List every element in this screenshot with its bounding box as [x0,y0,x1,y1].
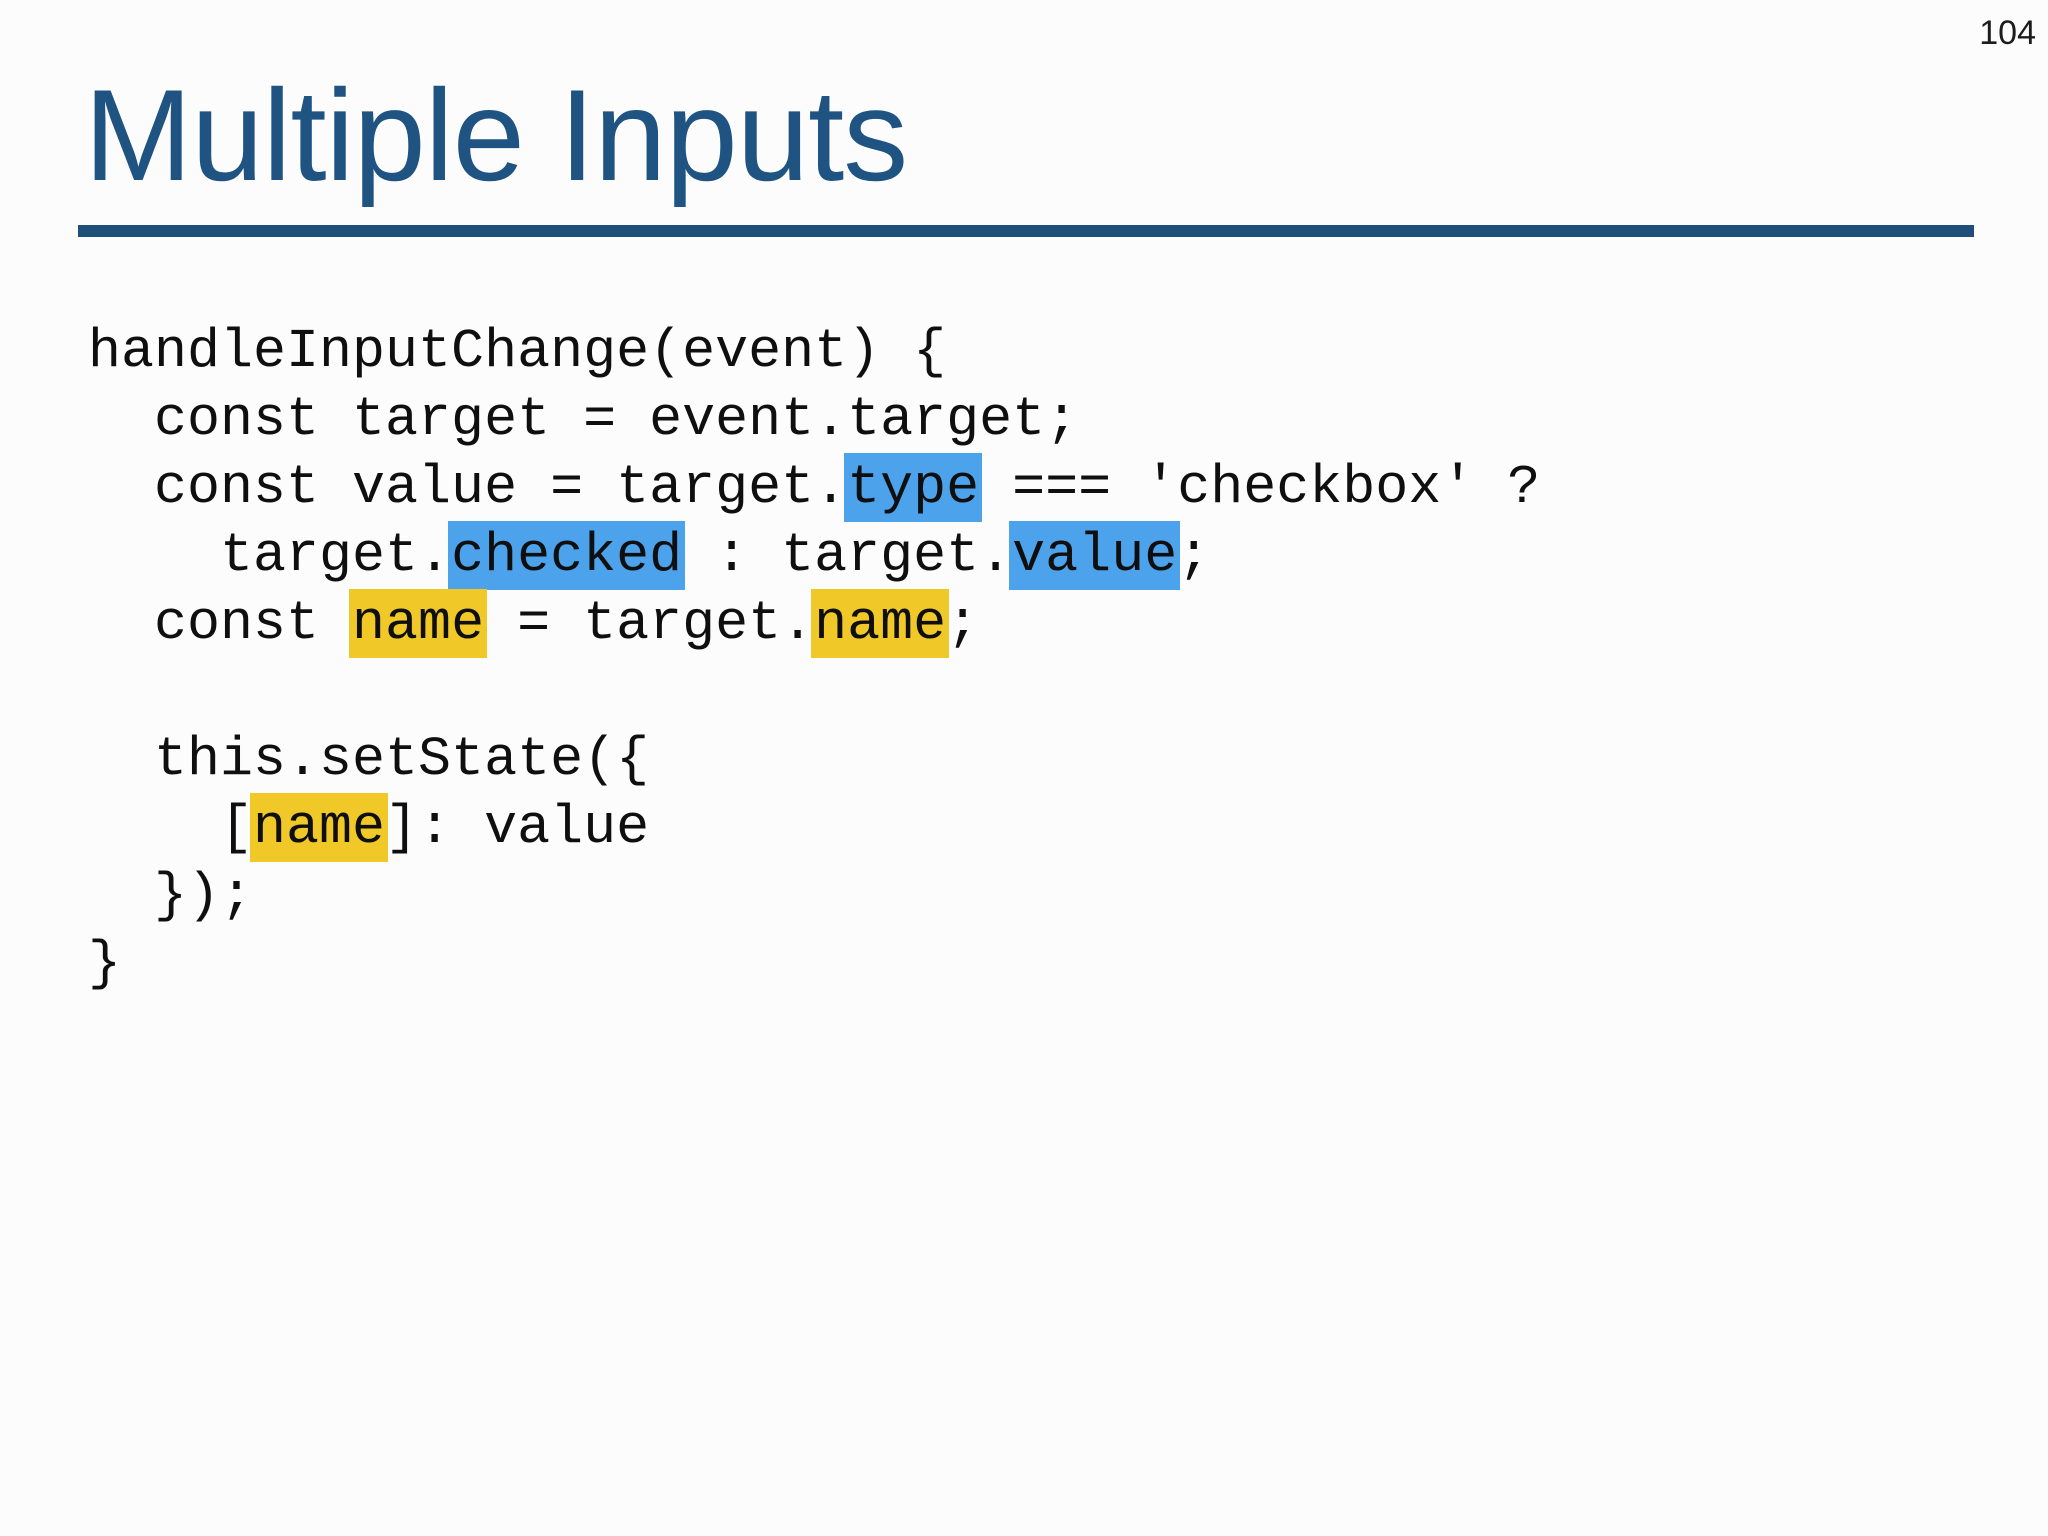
code-line [88,658,1540,726]
code-text-segment: ; [946,592,980,655]
code-text-segment: const [88,592,353,655]
code-text-segment: = target. [484,592,815,655]
code-text-segment: handleInputChange(event) { [88,320,947,383]
code-highlight-blue: checked [451,524,683,587]
code-line: const value = target.type === 'checkbox'… [88,454,1540,522]
code-text-segment: target. [88,524,452,587]
code-text-segment: : target. [682,524,1013,587]
code-highlight-blue: value [1012,524,1178,587]
page-number: 104 [1979,14,2036,52]
code-text-segment: } [88,932,122,995]
code-text-segment: const value = target. [88,456,848,519]
code-line: const target = event.target; [88,386,1540,454]
code-highlight-yellow: name [253,796,386,859]
code-line: } [88,930,1540,998]
code-block: handleInputChange(event) { const target … [88,318,1540,998]
code-text-segment: [ [88,796,254,859]
code-text-segment: ]: value [385,796,650,859]
code-line: [name]: value [88,794,1540,862]
code-text-segment: }); [88,864,254,927]
code-text-segment: ; [1177,524,1211,587]
code-line: target.checked : target.value; [88,522,1540,590]
title-underline-rule [78,225,1974,237]
code-text-segment: const target = event.target; [88,388,1079,451]
code-highlight-yellow: name [352,592,485,655]
code-line: this.setState({ [88,726,1540,794]
slide-title: Multiple Inputs [84,62,908,208]
code-text-segment: this.setState({ [88,728,650,791]
code-text-segment: === 'checkbox' ? [979,456,1541,519]
code-line: handleInputChange(event) { [88,318,1540,386]
code-highlight-blue: type [847,456,980,519]
code-highlight-yellow: name [814,592,947,655]
code-line: const name = target.name; [88,590,1540,658]
code-line: }); [88,862,1540,930]
